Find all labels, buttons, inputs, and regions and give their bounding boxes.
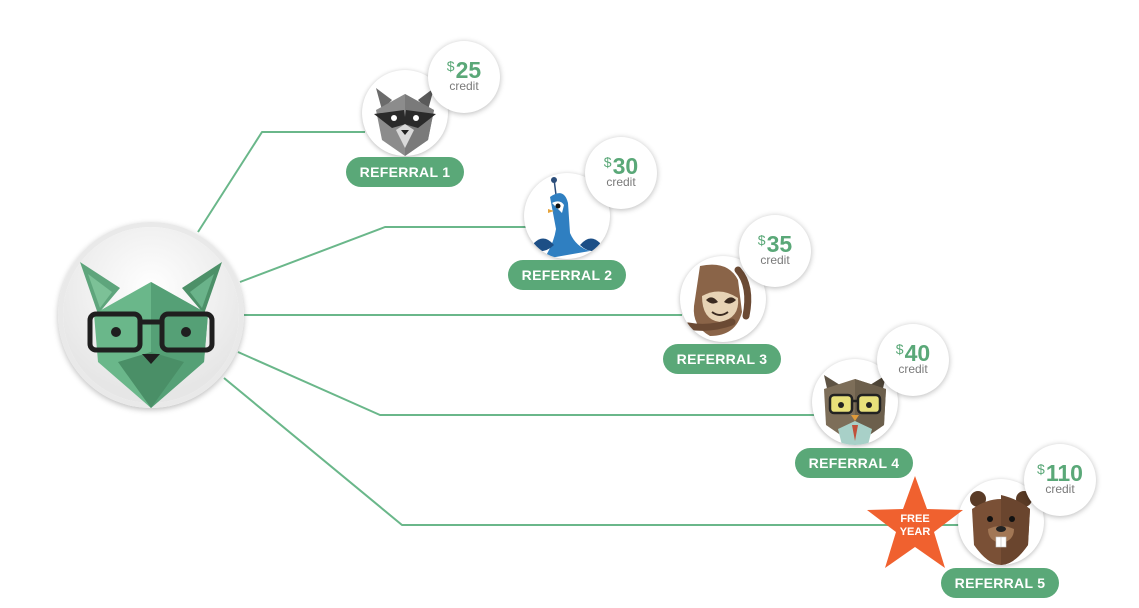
free-year-badge: FREE YEAR	[864, 474, 966, 572]
owl-icon	[824, 375, 886, 445]
free-year-text: FREE YEAR	[864, 513, 966, 539]
credit-label: credit	[606, 175, 636, 189]
referral-3-amount: $35	[757, 231, 793, 257]
free-year-line-2: YEAR	[899, 526, 931, 538]
connector-line-5	[223, 377, 960, 526]
referral-3-credit-bubble: $35 credit	[739, 215, 811, 287]
sloth-icon	[684, 264, 752, 336]
referral-4-credit-bubble: $40 credit	[877, 324, 949, 396]
referral-5-amount: $110	[1037, 460, 1083, 486]
credit-label: credit	[1045, 482, 1075, 496]
credit-label: credit	[898, 362, 928, 376]
referral-5-avatar	[958, 479, 1044, 565]
referral-4-label: REFERRAL 4	[795, 448, 913, 478]
credit-label: credit	[449, 79, 479, 93]
credit-label: credit	[760, 253, 790, 267]
raccoon-icon	[374, 88, 436, 156]
star-icon	[867, 476, 963, 568]
referral-1-credit-bubble: $25 credit	[428, 41, 500, 113]
referral-4-amount: $40	[895, 340, 931, 366]
referral-5-label: REFERRAL 5	[941, 568, 1059, 598]
referral-3-label: REFERRAL 3	[663, 344, 781, 374]
referral-2-amount: $30	[603, 153, 639, 179]
referral-1-label: REFERRAL 1	[346, 157, 464, 187]
hub-avatar-fox	[58, 222, 244, 408]
connector-line-2	[239, 226, 528, 283]
referral-5-credit-bubble: $110 credit	[1024, 444, 1096, 516]
peacock-icon	[534, 177, 600, 259]
fox-icon	[63, 227, 239, 408]
referral-2-credit-bubble: $30 credit	[585, 137, 657, 209]
referral-2-label: REFERRAL 2	[508, 260, 626, 290]
free-year-line-1: FREE	[900, 513, 930, 525]
beaver-icon	[970, 491, 1032, 565]
connector-line-4	[237, 351, 814, 416]
referral-1-avatar	[362, 70, 448, 156]
connector-line-1	[197, 131, 365, 233]
referral-1-amount: $25	[446, 57, 482, 83]
